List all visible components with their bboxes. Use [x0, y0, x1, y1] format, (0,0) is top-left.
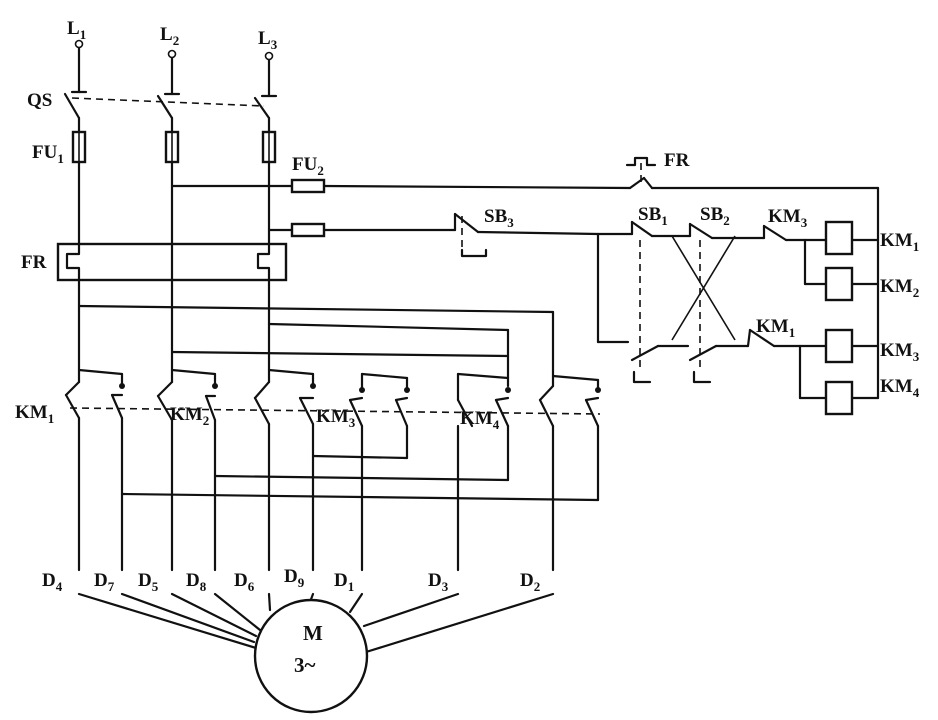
label-km3-contact: KM3 [768, 206, 808, 230]
motor-circle [253, 598, 369, 714]
km1-main-contacts: KM1 [15, 368, 125, 426]
label-fr: FR [21, 252, 47, 273]
label-km3: KM3 [316, 406, 356, 430]
motor-phase: 3~ [294, 653, 316, 677]
terminal-label: D5 [138, 570, 159, 594]
label-l3: L3 [258, 28, 278, 52]
label-km1-coil: KM1 [880, 230, 919, 254]
terminal-l3 [264, 51, 274, 61]
km1-coil [824, 220, 854, 256]
label-l2: L2 [160, 24, 179, 48]
power-conductors-upper [77, 160, 271, 246]
label-sb3: SB3 [484, 206, 514, 230]
qs-isolator-switch: QS [27, 46, 278, 120]
terminal-label: D4 [42, 570, 63, 594]
label-km1-contact: KM1 [756, 316, 795, 340]
km2-main-contacts: KM2 [156, 368, 218, 428]
terminal-label: D3 [428, 570, 449, 594]
terminal-labels: D4 D7 D5 D8 D6 D9 D1 D3 D2 [42, 566, 540, 594]
motor-name: M [303, 621, 323, 645]
interlock-and-coils: KM3 KM1 KM1 KM2 KM3 KM4 [746, 186, 920, 416]
label-km1: KM1 [15, 402, 54, 426]
label-km2: KM2 [170, 404, 209, 428]
label-km4: KM4 [460, 408, 500, 432]
label-qs: QS [27, 90, 52, 111]
lower-wiring [77, 416, 600, 572]
power-busses [77, 278, 555, 388]
terminal-label: D9 [284, 566, 305, 590]
km3-coil [824, 328, 854, 364]
label-km3-coil: KM3 [880, 340, 920, 364]
terminal-label: D1 [334, 570, 354, 594]
fr-overload-contact: FR [625, 150, 880, 190]
km4-coil [824, 380, 854, 416]
control-supply: FU2 [170, 154, 632, 238]
fu1-fuses: FU1 [32, 116, 277, 166]
motor: M 3~ [253, 598, 369, 714]
terminal-label: D2 [520, 570, 540, 594]
supply-terminals: L1 L2 L3 [67, 18, 278, 61]
label-sb1: SB1 [638, 204, 668, 228]
fu2-fuse-lower [290, 222, 326, 238]
terminal-l2 [167, 49, 177, 59]
terminal-label: D6 [234, 570, 255, 594]
label-fr-contact: FR [664, 150, 690, 171]
fu2-fuse-upper [290, 178, 326, 194]
label-l1: L1 [67, 18, 86, 42]
km4-main-contacts: KM4 [456, 372, 601, 432]
label-sb2: SB2 [700, 204, 730, 228]
km2-coil [824, 266, 854, 302]
terminal-label: D7 [94, 570, 115, 594]
sb1-sb2-buttons: SB1 SB2 [596, 204, 766, 384]
sb3-stop-button: SB3 [453, 206, 600, 258]
label-km4-coil: KM4 [880, 376, 920, 400]
terminal-label: D8 [186, 570, 207, 594]
label-fu1: FU1 [32, 142, 64, 166]
label-km2-coil: KM2 [880, 276, 919, 300]
contactor-mechanical-link [69, 407, 601, 415]
label-fu2: FU2 [292, 154, 324, 178]
km3-main-contacts: KM3 [253, 368, 410, 430]
fr-thermal-relay: FR [21, 242, 288, 282]
motor-leads [77, 592, 555, 654]
